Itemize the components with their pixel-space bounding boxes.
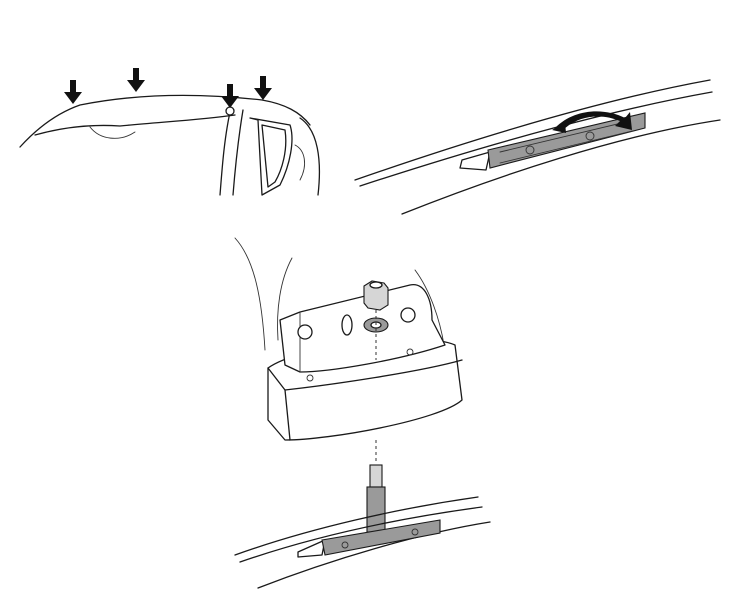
bolt-icon (366, 464, 386, 533)
roof-rail-slot-illustration (354, 79, 721, 215)
down-arrow-icon (221, 84, 239, 108)
nut-icon (363, 280, 389, 311)
rotate-arrow-icon (552, 111, 632, 133)
foot-bracket-illustration (234, 237, 463, 441)
bottom-rail-illustration (234, 496, 491, 589)
car-roof-illustration (19, 94, 321, 196)
down-arrow-icon (64, 80, 82, 104)
down-arrow-icon (254, 76, 272, 100)
down-arrow-icon (127, 68, 145, 92)
